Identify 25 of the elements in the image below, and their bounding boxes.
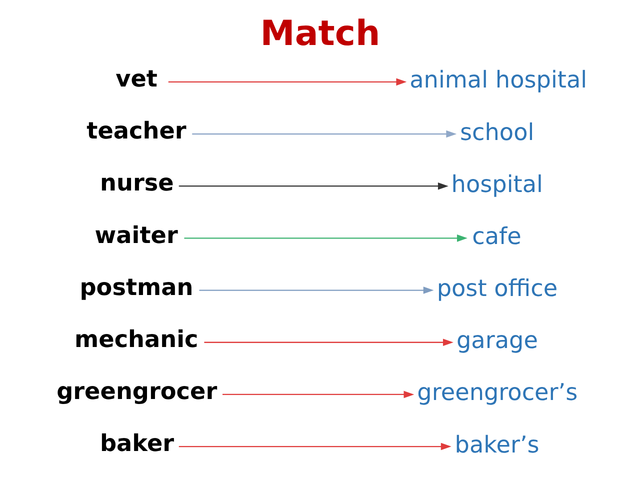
node-text: baker xyxy=(99,430,174,457)
node-text: greengrocer xyxy=(56,378,217,405)
node-text: garage xyxy=(456,328,538,354)
node-text: baker’s xyxy=(454,432,539,458)
node-text: post office xyxy=(436,276,558,302)
arrow xyxy=(192,130,456,138)
arrow xyxy=(222,390,414,398)
node-text: vet xyxy=(115,66,157,92)
node-text: postman xyxy=(79,274,193,300)
node-text: cafe xyxy=(472,223,521,250)
arrow xyxy=(168,78,406,86)
node-text: nurse xyxy=(99,170,174,196)
node-text: greengrocer’s xyxy=(416,380,578,406)
node-text: animal hospital xyxy=(409,67,587,94)
node-text: school xyxy=(459,119,534,146)
arrow xyxy=(178,182,448,190)
arrow xyxy=(198,286,434,294)
arrow xyxy=(178,442,451,450)
arrow xyxy=(184,234,467,242)
node-text: teacher xyxy=(86,118,186,144)
node-text: hospital xyxy=(450,171,542,198)
node-text: mechanic xyxy=(74,326,198,352)
node-text: waiter xyxy=(94,222,178,248)
arrow xyxy=(204,338,453,346)
diagram-title: Match xyxy=(260,13,380,54)
